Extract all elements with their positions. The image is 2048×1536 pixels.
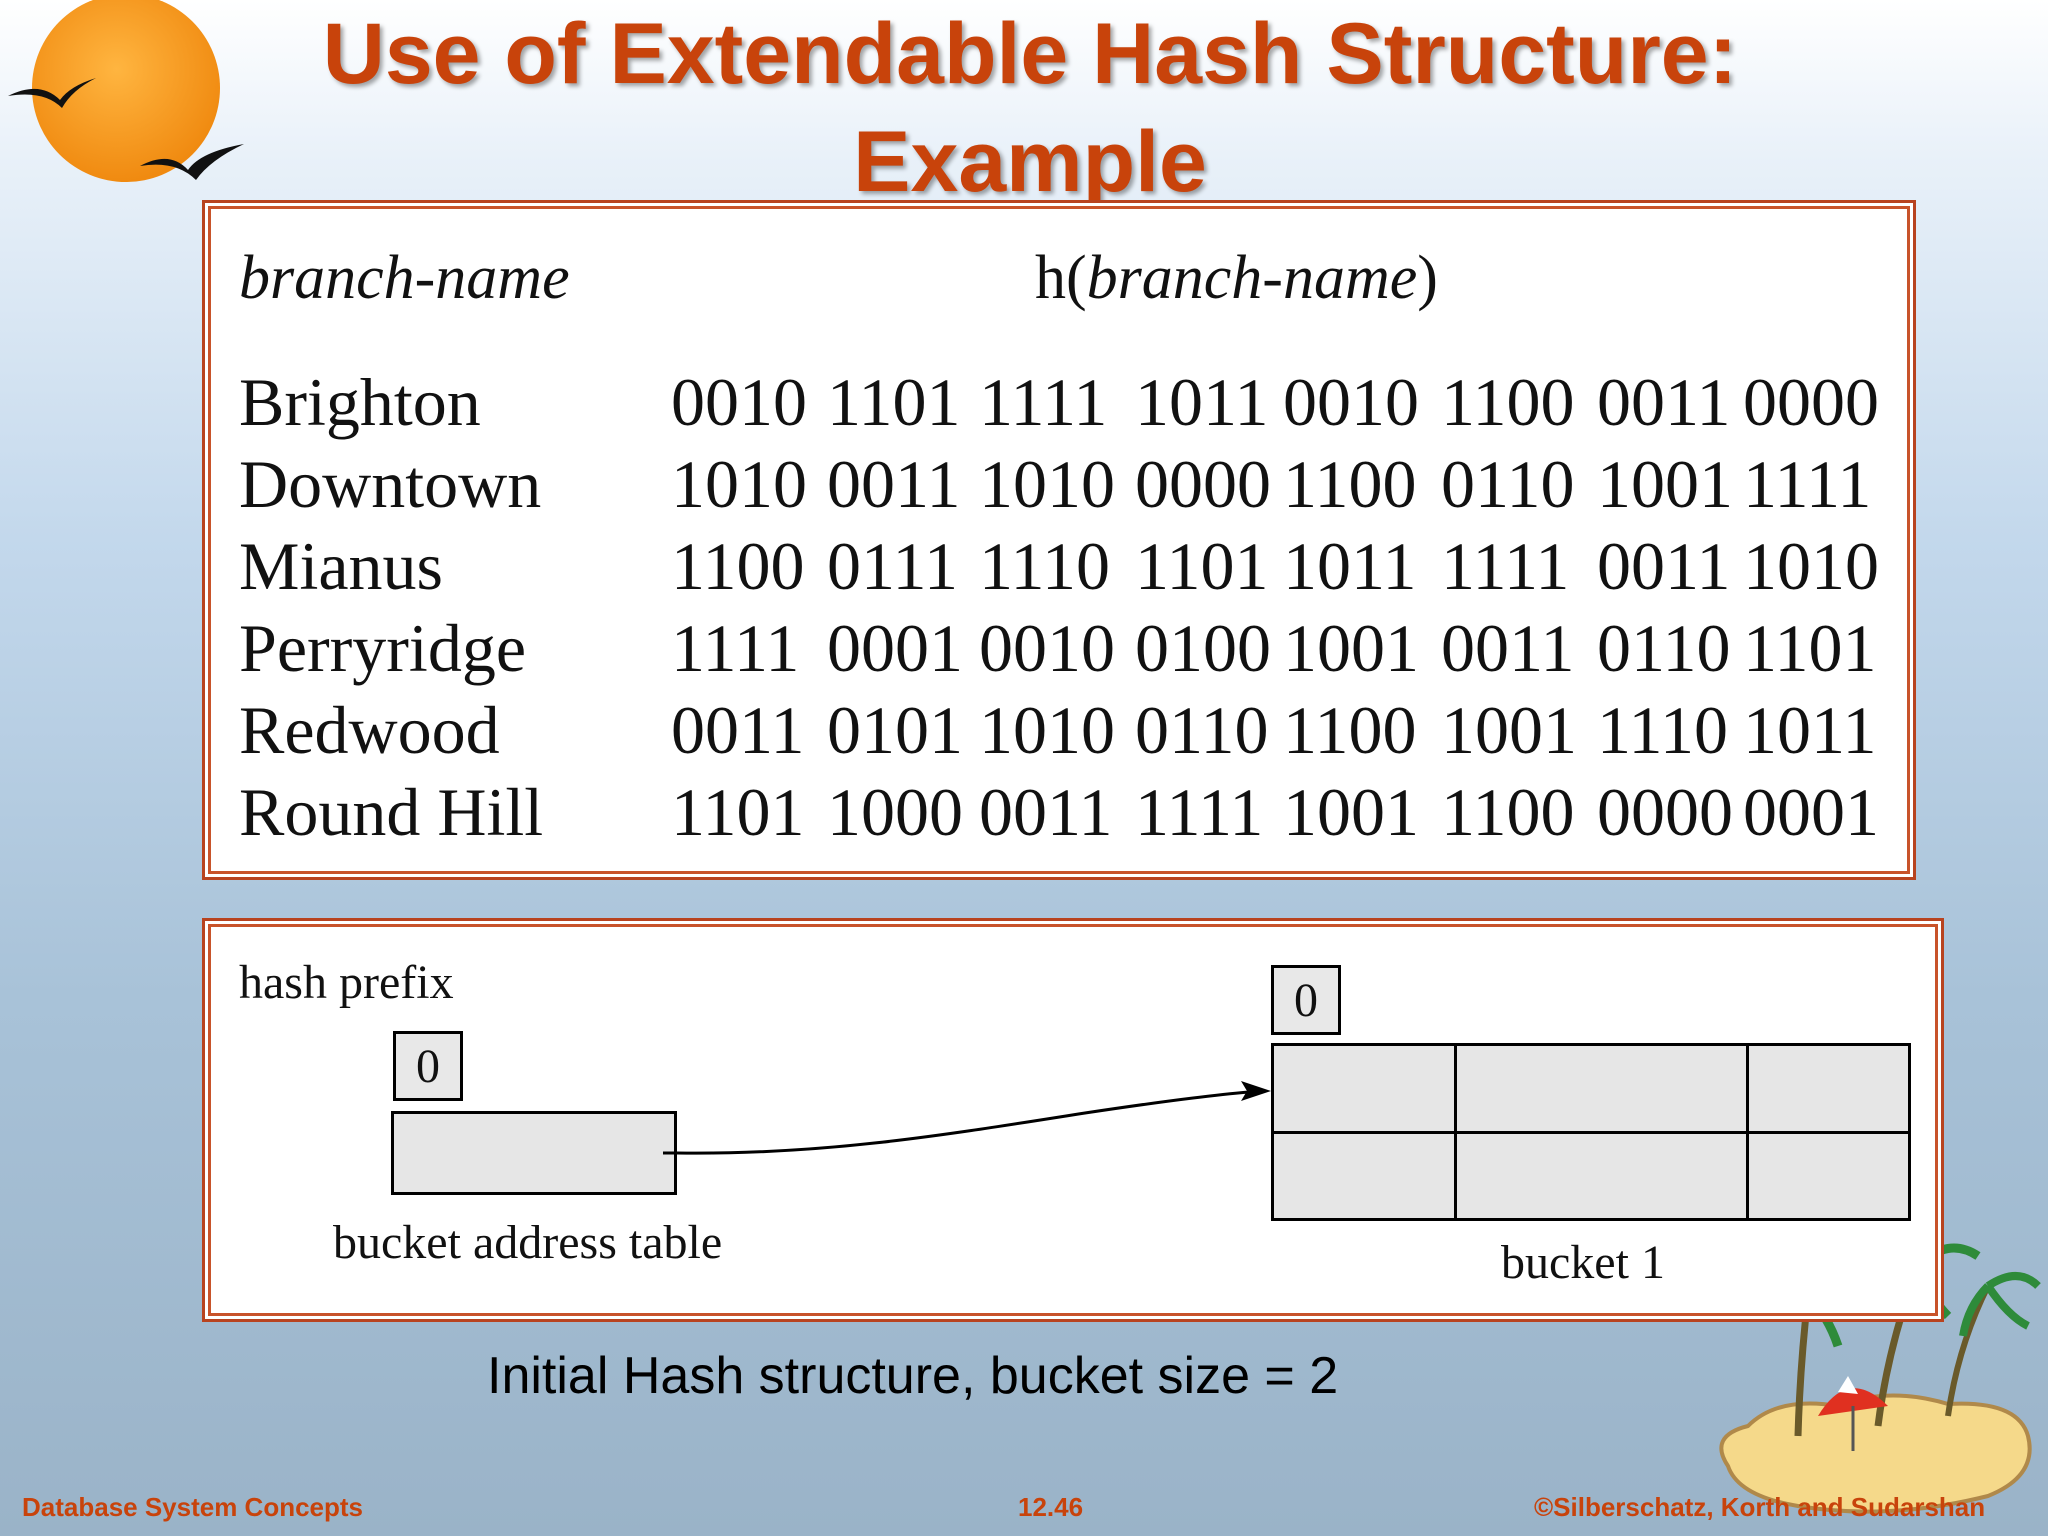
footer-slide-number: 12.46	[1018, 1492, 1084, 1522]
branch-name: Round Hill	[239, 774, 544, 850]
title-line-1: Use of Extendable Hash Structure:	[322, 6, 1738, 102]
bucket-address-table	[391, 1111, 677, 1195]
diagram-caption: Initial Hash structure, bucket size = 2	[487, 1347, 1339, 1405]
branch-name: Perryridge	[239, 610, 527, 686]
bucket-1-label: bucket 1	[1501, 1236, 1665, 1289]
branch-name: Mianus	[239, 528, 443, 604]
branch-name: Redwood	[239, 692, 500, 768]
hash-values-table: branch-name h(branch-name) Brighton 0010…	[202, 200, 1916, 880]
branch-name: Downtown	[239, 446, 542, 522]
branch-name-header: branch-name	[239, 244, 570, 312]
title-line-2: Example	[853, 114, 1207, 210]
slide-title: Use of Extendable Hash Structure: Exampl…	[200, 0, 1860, 216]
hash-structure-diagram: hash prefix 0 bucket address table 0 buc…	[202, 918, 1944, 1322]
hash-value-header: h(branch-name)	[1035, 244, 1438, 312]
hash-prefix-label: hash prefix	[239, 956, 454, 1009]
table-depth-box: 0	[393, 1031, 463, 1101]
bucket-1	[1271, 1043, 1911, 1221]
bucket-depth-box: 0	[1271, 965, 1341, 1035]
bucket-address-table-label: bucket address table	[333, 1216, 723, 1269]
bucket-divider	[1274, 1131, 1908, 1134]
branch-name: Brighton	[239, 364, 481, 440]
footer-book-title: Database System Concepts	[22, 1492, 364, 1522]
footer-copyright: ©Silberschatz, Korth and Sudarshan	[1534, 1492, 1986, 1522]
sun-logo-icon	[8, 0, 244, 182]
